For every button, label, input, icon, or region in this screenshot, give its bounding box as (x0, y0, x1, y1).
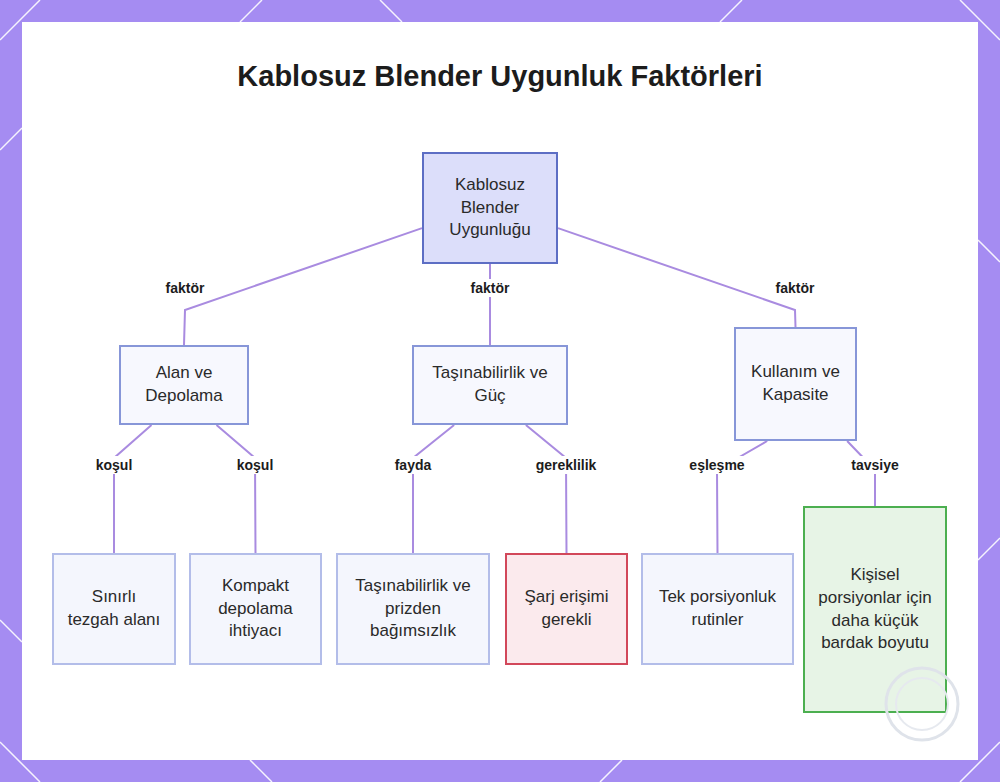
requirement-box: Şarj erişimi gerekli (505, 553, 628, 665)
leaf-box: Taşınabilirlik ve prizden bağımsızlık (336, 553, 490, 665)
leaf-box: Tek porsiyonluk rutinler (641, 553, 794, 665)
edge-label: faktör (163, 279, 208, 297)
diagram-title: Kablosuz Blender Uygunluk Faktörleri (0, 60, 1000, 93)
recommendation-box: Kişisel porsiyonlar için daha küçük bard… (803, 506, 947, 713)
edge-label: koşul (234, 456, 277, 474)
edge-label: tavsiye (848, 456, 901, 474)
category-box: Alan ve Depolama (119, 345, 249, 425)
category-box: Taşınabilirlik ve Güç (412, 345, 568, 425)
node-text: Tek porsiyonluk rutinler (653, 586, 782, 632)
leaf-box: Sınırlı tezgah alanı (52, 553, 176, 665)
node-text: Kablosuz Blender Uygunluğu (434, 174, 546, 243)
connector-line (184, 228, 422, 345)
connector-line (526, 425, 567, 553)
node-text: Sınırlı tezgah alanı (64, 586, 164, 632)
node-text: Taşınabilirlik ve Güç (424, 362, 556, 408)
edge-label: eşleşme (686, 456, 747, 474)
connector-line (558, 228, 796, 327)
connector-line (114, 425, 152, 553)
connector-line (489, 264, 491, 345)
edge-label: faktör (773, 279, 818, 297)
edge-label: fayda (392, 456, 435, 474)
category-box: Kullanım ve Kapasite (734, 327, 857, 441)
node-text: Taşınabilirlik ve prizden bağımsızlık (348, 575, 478, 644)
connector-line (217, 425, 256, 553)
node-text: Kişisel porsiyonlar için daha küçük bard… (815, 564, 935, 656)
edge-label: koşul (93, 456, 136, 474)
node-text: Kompakt depolama ihtiyacı (201, 575, 310, 644)
root-box: Kablosuz Blender Uygunluğu (422, 152, 558, 264)
edge-label: gereklilik (533, 456, 600, 474)
node-text: Alan ve Depolama (131, 362, 237, 408)
leaf-box: Kompakt depolama ihtiyacı (189, 553, 322, 665)
edge-label: faktör (468, 279, 513, 297)
node-text: Kullanım ve Kapasite (746, 361, 845, 407)
node-text: Şarj erişimi gerekli (517, 586, 616, 632)
connector-line (413, 425, 454, 553)
